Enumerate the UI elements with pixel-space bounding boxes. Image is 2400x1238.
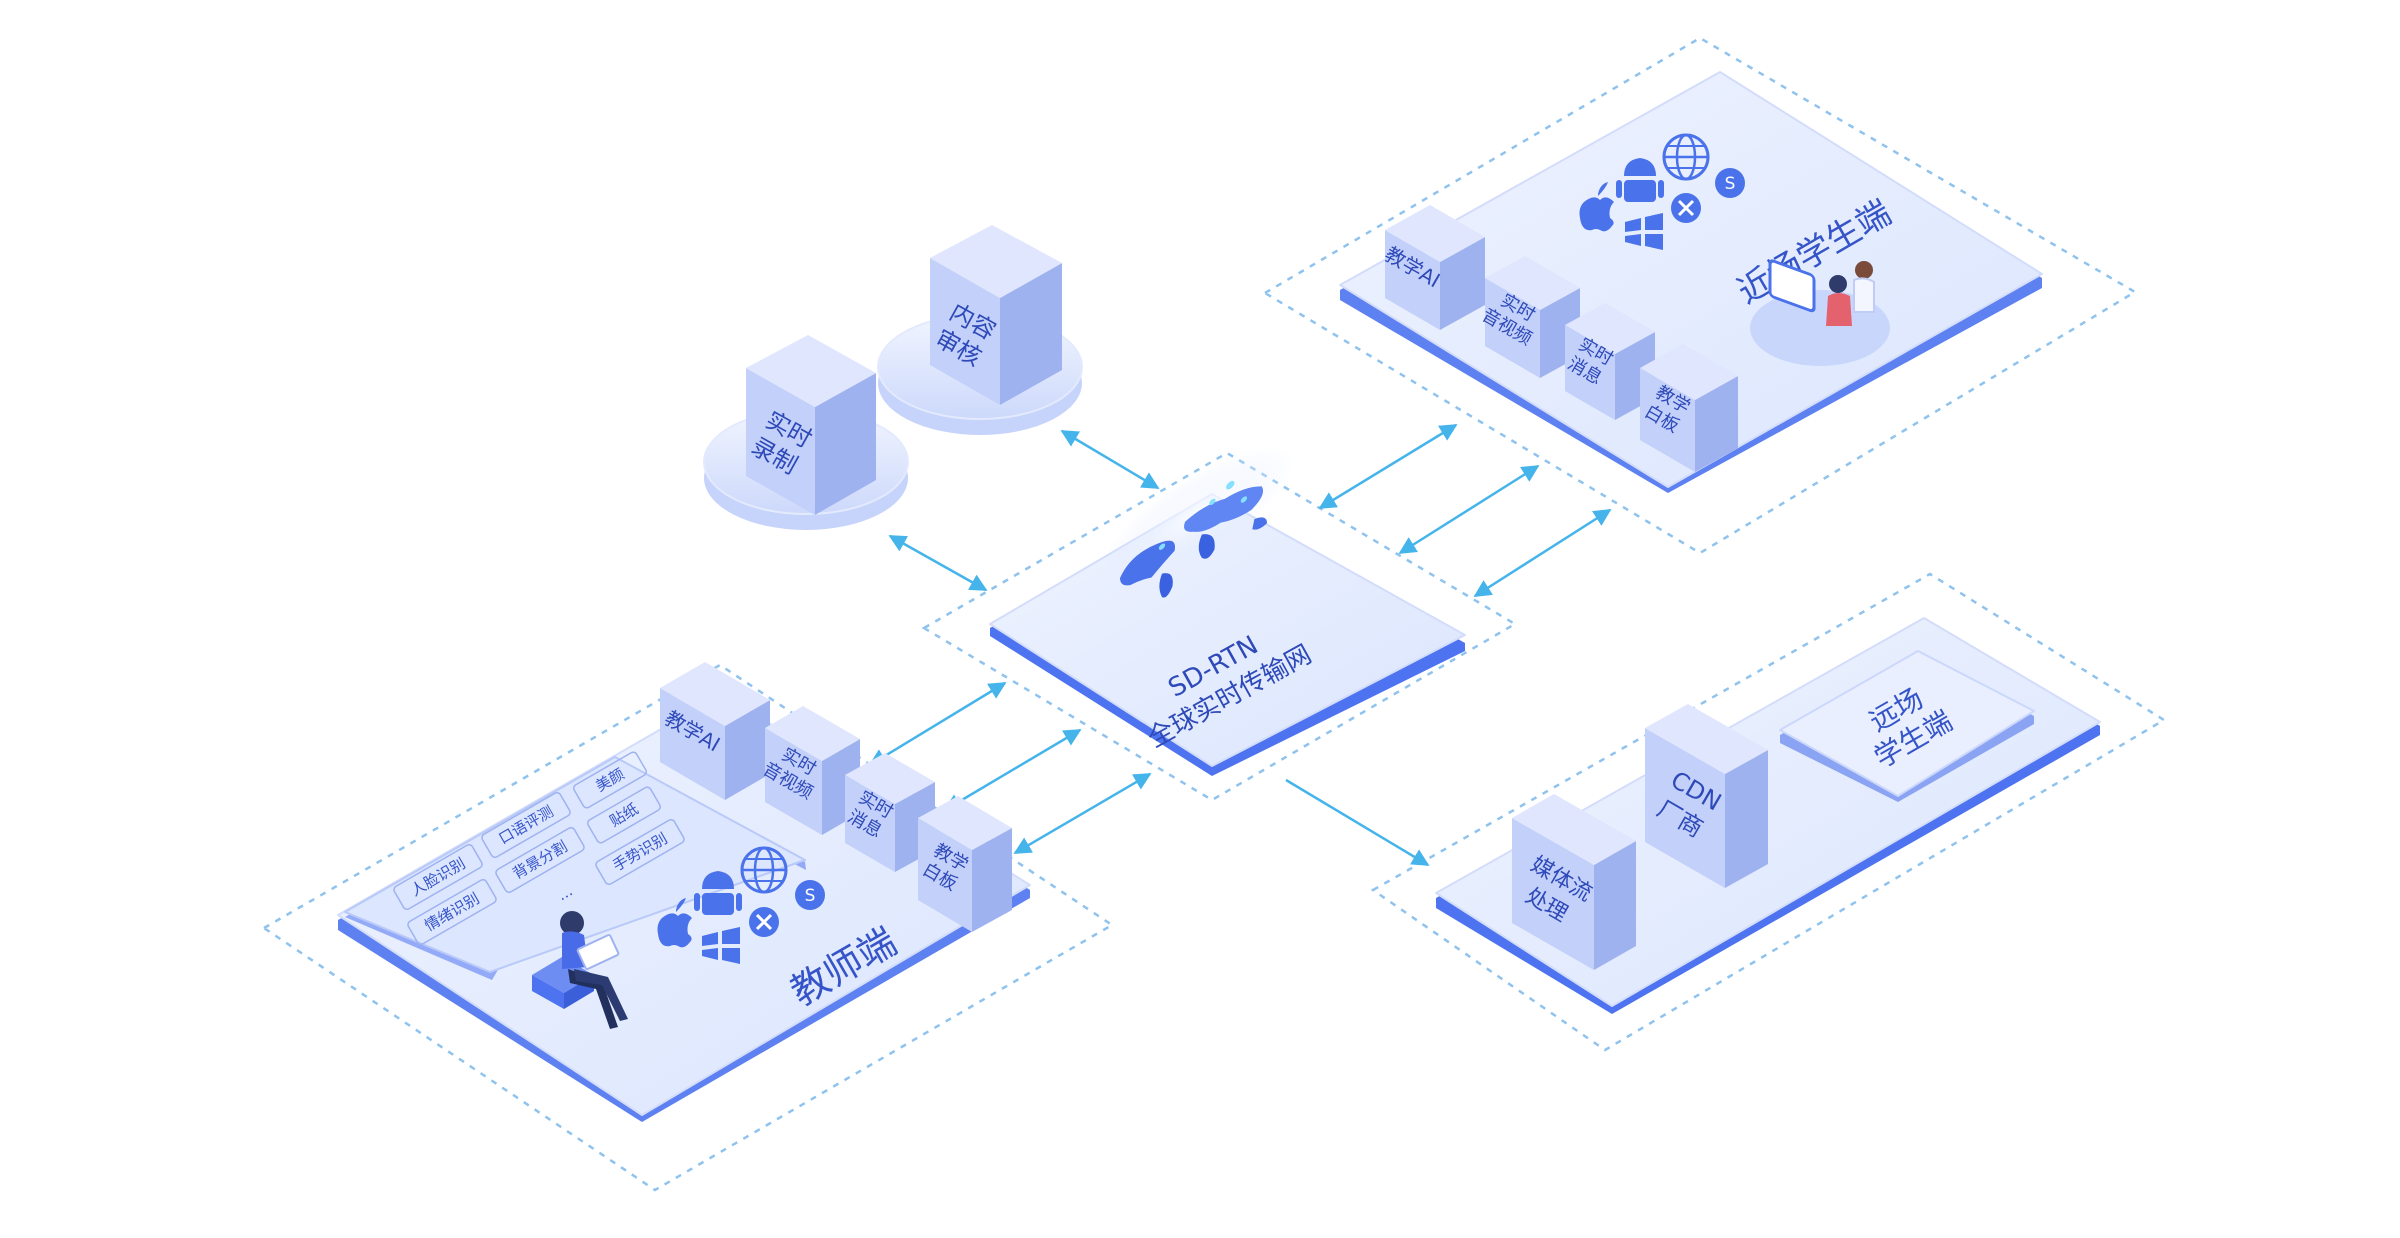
near-module-msg: 实时 消息	[1564, 303, 1655, 420]
remote-platform: 远场 学生端 CDN 厂商 媒体流 处理	[1435, 617, 2101, 1014]
zone-center	[921, 451, 1518, 802]
svg-text:S: S	[1725, 174, 1736, 194]
ai-feature-panel-top	[344, 756, 806, 973]
ai-feature-panel: 美颜 口语评测 贴纸 人脸识别 背景分割	[344, 751, 806, 980]
near-student-platform: S 近场学生端 教学AI	[1339, 71, 2043, 493]
web-globe-icon	[1662, 133, 1710, 181]
web-globe-icon	[740, 846, 788, 894]
arrow-center-media	[1285, 778, 1430, 867]
teacher-module-board: 教学 白板	[918, 796, 1012, 932]
arrow-teacher-center-1	[868, 681, 1007, 767]
apple-icon	[1579, 182, 1614, 232]
students-illustration	[1750, 259, 1890, 366]
media-box: 媒体流 处理	[1512, 794, 1636, 970]
review-box: 内容 审核	[930, 225, 1062, 405]
s-logo-icon: S	[1715, 168, 1745, 198]
remote-student-card: 远场 学生端	[1779, 650, 2035, 802]
cross-platform-icon	[1671, 193, 1701, 223]
service-record: 实时 录制	[703, 335, 909, 530]
android-icon	[694, 871, 742, 915]
center-platform: SD-RTN 全球实时传输网	[989, 447, 1466, 776]
arrow-center-student-1	[1318, 423, 1458, 510]
arrow-review-center	[1060, 429, 1160, 490]
near-module-ai: 教学AI	[1381, 205, 1485, 330]
world-map-icon	[1104, 447, 1294, 598]
dashed-zones	[261, 36, 2167, 1192]
arrow-center-student-3	[1473, 508, 1612, 598]
teacher-module-av: 实时 音视频	[759, 706, 860, 835]
cross-platform-icon	[749, 907, 779, 937]
apple-icon	[657, 898, 692, 948]
teacher-os-icons: S	[657, 846, 825, 964]
cdn-box: CDN 厂商	[1645, 704, 1768, 888]
teacher-illustration	[532, 911, 628, 1029]
teacher-module-msg: 实时 消息	[844, 753, 935, 872]
near-student-platform-top	[1339, 71, 2043, 488]
arrow-teacher-center-3	[1013, 772, 1152, 855]
teacher-platform: 美颜 口语评测 贴纸 人脸识别 背景分割	[337, 662, 1031, 1122]
s-logo-icon: S	[795, 880, 825, 910]
near-module-board: 教学 白板	[1640, 344, 1738, 472]
teacher-module-ai: 教学AI	[660, 662, 770, 800]
windows-icon	[702, 927, 740, 964]
svg-text:S: S	[805, 886, 816, 906]
windows-icon	[1625, 213, 1663, 250]
arrow-center-student-2	[1398, 464, 1540, 555]
android-icon	[1616, 158, 1664, 202]
arrow-record-center	[888, 534, 988, 592]
near-student-os-icons: S	[1579, 133, 1745, 250]
arrow-teacher-center-2	[943, 728, 1082, 812]
service-review: 内容 审核	[877, 225, 1083, 435]
zone-teacher	[261, 663, 1115, 1192]
record-box: 实时 录制	[746, 335, 876, 515]
